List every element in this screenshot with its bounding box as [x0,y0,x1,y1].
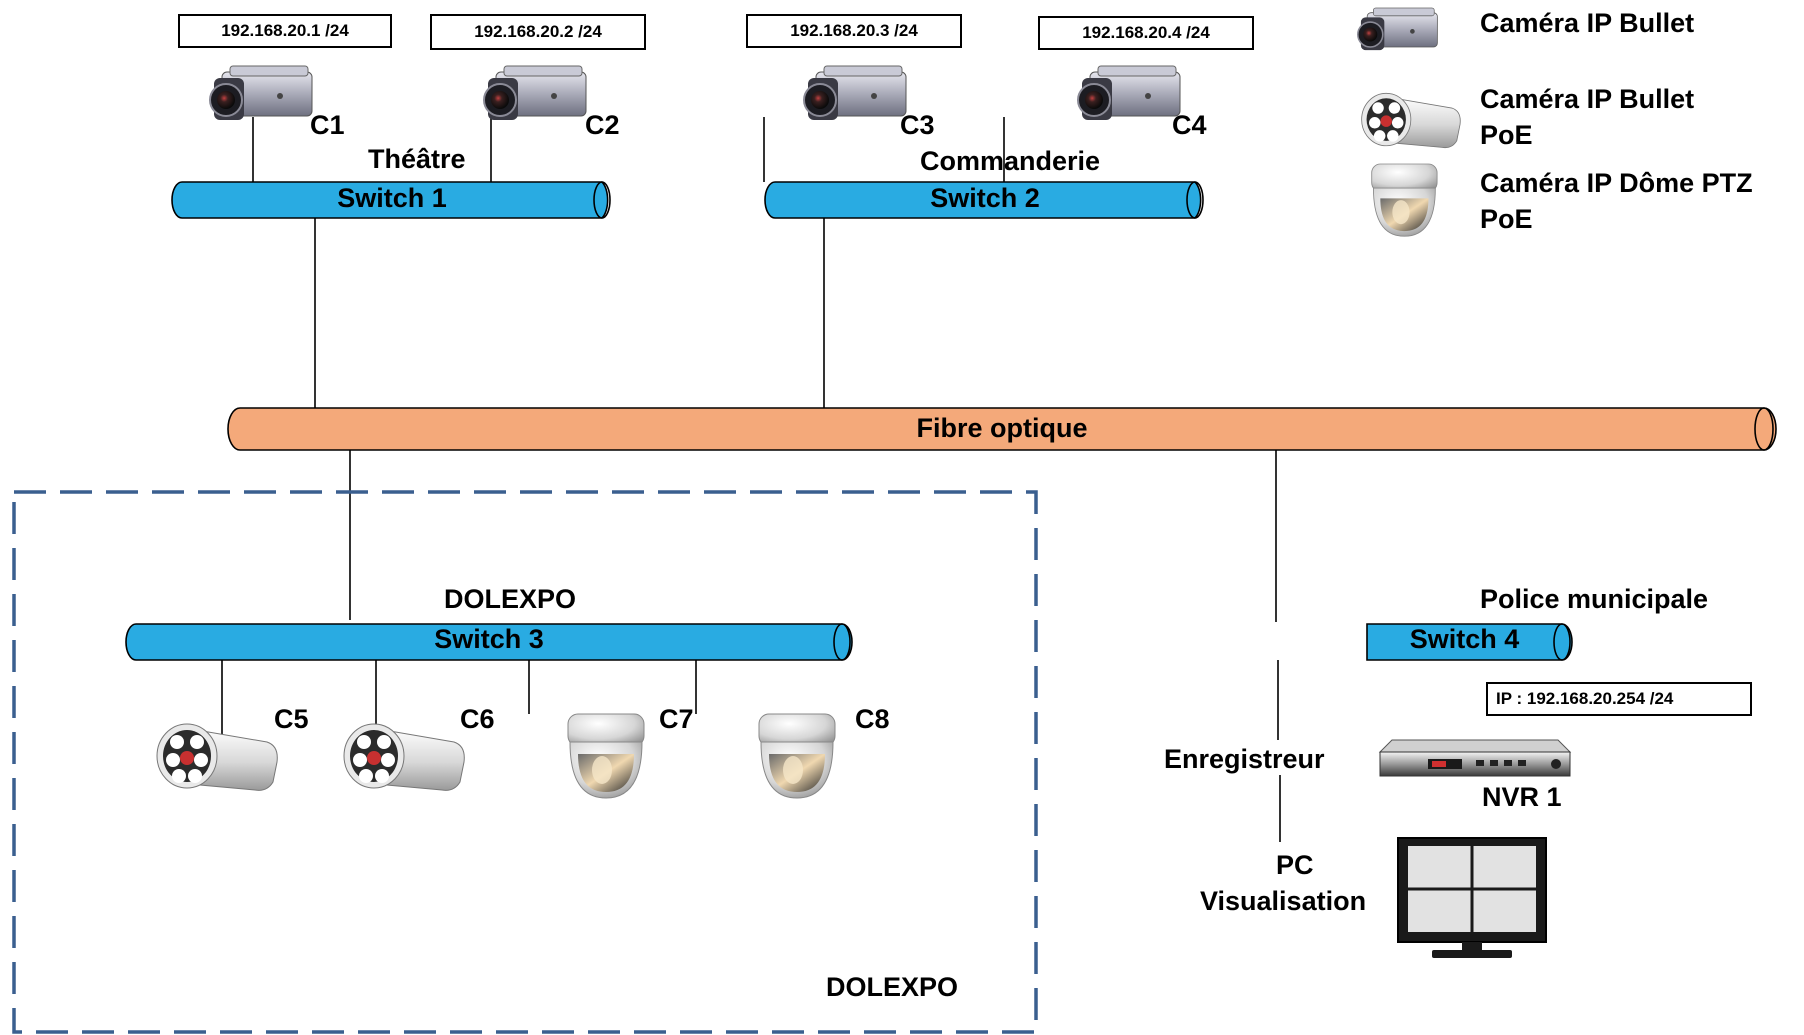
ip-label-nvr: IP : 192.168.20.254 /24 [1486,682,1752,716]
camera-c2-icon [483,65,587,121]
connection-lines [221,117,1281,842]
camera-c5-icon [156,723,278,791]
camera-c6-label: C6 [460,704,495,734]
camera-c8-icon [758,713,836,799]
fibre-optique-bar [227,407,1777,451]
switch-1-bar [171,181,611,219]
legend-bullet-icon [1357,7,1439,51]
camera-c6-icon [343,723,465,791]
zone-dolexpo-label: DOLEXPO [826,972,959,1002]
site-commanderie-label: Commanderie [920,146,1101,176]
camera-c4-icon [1077,65,1181,121]
switch-4-label: Switch 4 [1409,624,1520,654]
ip-label-c4: 192.168.20.4 /24 [1038,16,1254,50]
camera-c1-icon [209,65,313,121]
nvr-recorder-icon [1378,739,1572,777]
camera-c3-label: C3 [900,110,935,140]
recorder-label: Enregistreur [1164,744,1325,774]
camera-c5-label: C5 [274,704,309,734]
pc-visualisation-label: Visualisation [1200,886,1367,916]
switch-3-bar [125,623,853,661]
site-police-label: Police municipale [1480,584,1709,614]
nvr-name-label: NVR 1 [1482,782,1562,812]
ip-label-c3: 192.168.20.3 /24 [746,14,962,48]
switch-1-label: Switch 1 [337,183,447,213]
pc-label: PC [1276,850,1314,880]
legend-dome-icon [1371,163,1438,237]
camera-c2-label: C2 [585,110,620,140]
dolexpo-zone-border [12,490,1038,1034]
ip-label-c2: 192.168.20.2 /24 [430,14,646,50]
legend-dome-sub: PoE [1480,204,1533,234]
site-dolexpo-label: DOLEXPO [444,584,577,614]
site-theatre-label: Théâtre [368,144,466,174]
camera-c4-label: C4 [1172,110,1207,140]
legend-bullet-poe-label: Caméra IP Bullet [1480,84,1695,114]
legend-bullet-poe-icon [1361,92,1461,149]
legend-bullet-poe-sub: PoE [1480,120,1533,150]
camera-c7-icon [567,713,645,799]
legend-bullet-label: Caméra IP Bullet [1480,8,1695,38]
fibre-optique-label: Fibre optique [916,413,1088,443]
switch-2-bar [764,181,1204,219]
camera-c8-label: C8 [855,704,890,734]
camera-c7-label: C7 [659,704,694,734]
pc-monitor-icon [1397,837,1547,958]
legend-dome-label: Caméra IP Dôme PTZ [1480,168,1753,198]
switch-3-label: Switch 3 [434,624,544,654]
switch-2-label: Switch 2 [930,183,1040,213]
camera-c3-icon [803,65,907,121]
ip-label-c1: 192.168.20.1 /24 [178,14,392,48]
camera-c1-label: C1 [310,110,345,140]
switch-4-bar [1366,623,1573,661]
